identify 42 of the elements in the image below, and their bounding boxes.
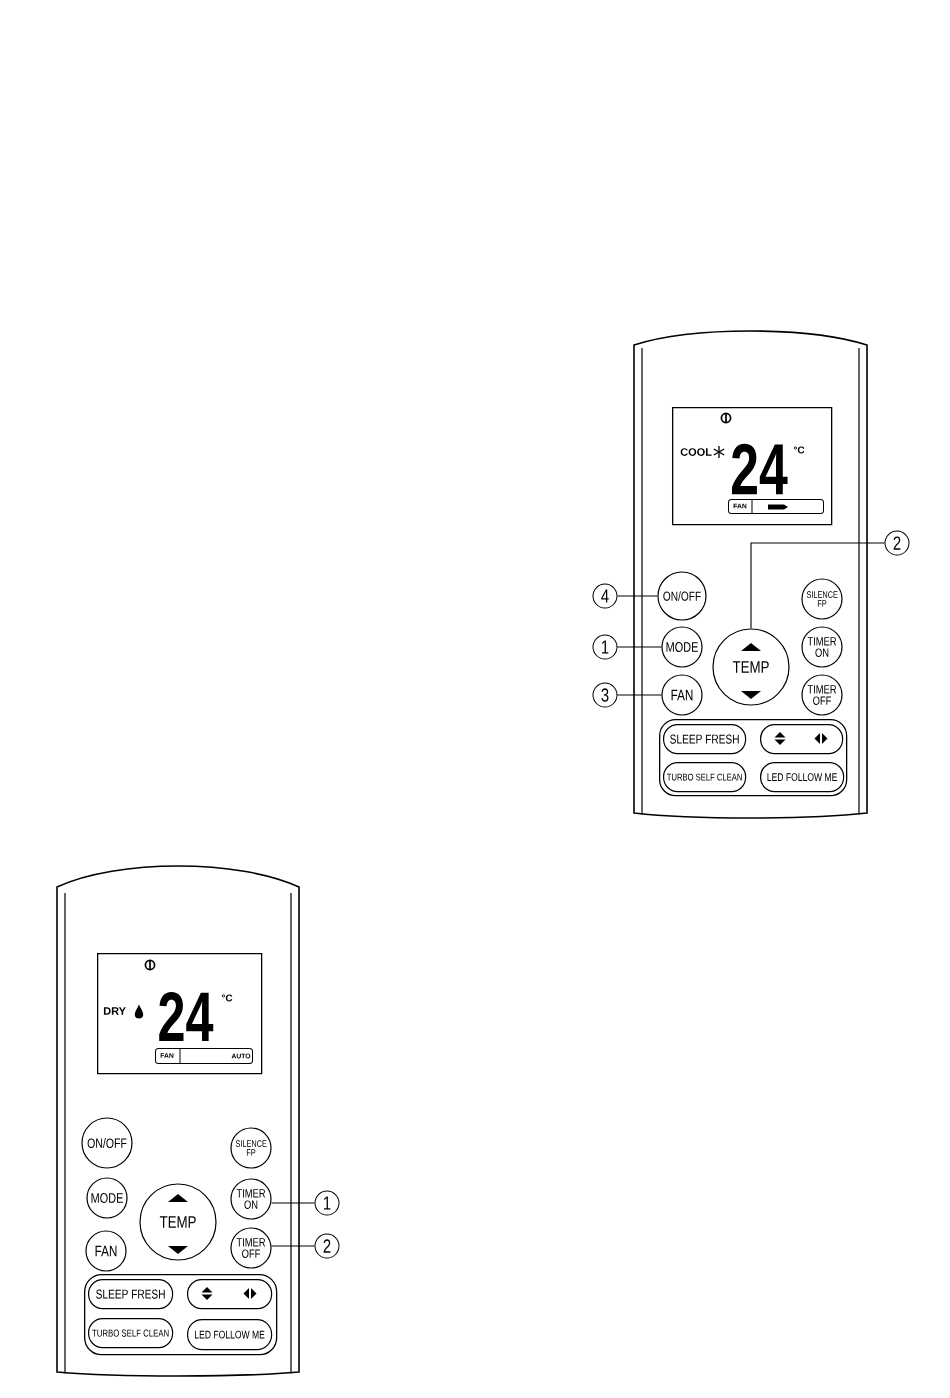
temperature-readout: 24 — [159, 992, 214, 1041]
unit-label: °C — [221, 994, 233, 1002]
button: MODE — [86, 1177, 128, 1219]
leader-line — [616, 694, 662, 696]
leader-line — [271, 1202, 316, 1204]
callout-number: 3 — [592, 682, 618, 708]
callout-number: 2 — [314, 1233, 340, 1259]
button: TEMP — [712, 628, 790, 706]
mode-label: DRY — [103, 1007, 126, 1015]
remote-control-body — [56, 865, 300, 1377]
mode-label: COOL — [680, 448, 712, 456]
button: FAN — [661, 674, 703, 716]
button-panel — [659, 719, 848, 797]
button: SLEEP FRESH — [663, 724, 747, 755]
button: TIMER OFF — [230, 1227, 272, 1269]
unit-label: °C — [793, 446, 805, 454]
button: SILENCE FP — [801, 578, 843, 620]
leader-line — [616, 595, 658, 597]
leader-line — [750, 542, 886, 629]
callout-number: 1 — [592, 634, 618, 660]
button: TURBO SELF CLEAN — [88, 1318, 174, 1349]
callout-number: 4 — [592, 583, 618, 609]
remote-control-body — [633, 330, 868, 819]
button: FAN — [85, 1230, 127, 1272]
button: ON/OFF — [81, 1117, 133, 1169]
button: TEMP — [139, 1183, 217, 1261]
leader-line — [616, 646, 662, 648]
temperature-readout: 24 — [731, 443, 788, 495]
button: ON/OFF — [657, 571, 707, 621]
leader-line — [271, 1245, 316, 1247]
button: TIMER ON — [230, 1178, 272, 1220]
button: SLEEP FRESH — [88, 1279, 174, 1310]
button-panel — [84, 1274, 278, 1356]
button: TURBO SELF CLEAN — [663, 762, 747, 793]
button: TIMER OFF — [801, 674, 843, 716]
callout-number: 1 — [314, 1190, 340, 1216]
button: LED FOLLOW ME — [187, 1319, 273, 1351]
button: TIMER ON — [801, 626, 843, 668]
button: MODE — [661, 626, 703, 668]
button: LED FOLLOW ME — [760, 762, 845, 793]
callout-number: 2 — [884, 530, 910, 556]
button: SILENCE FP — [230, 1127, 272, 1169]
